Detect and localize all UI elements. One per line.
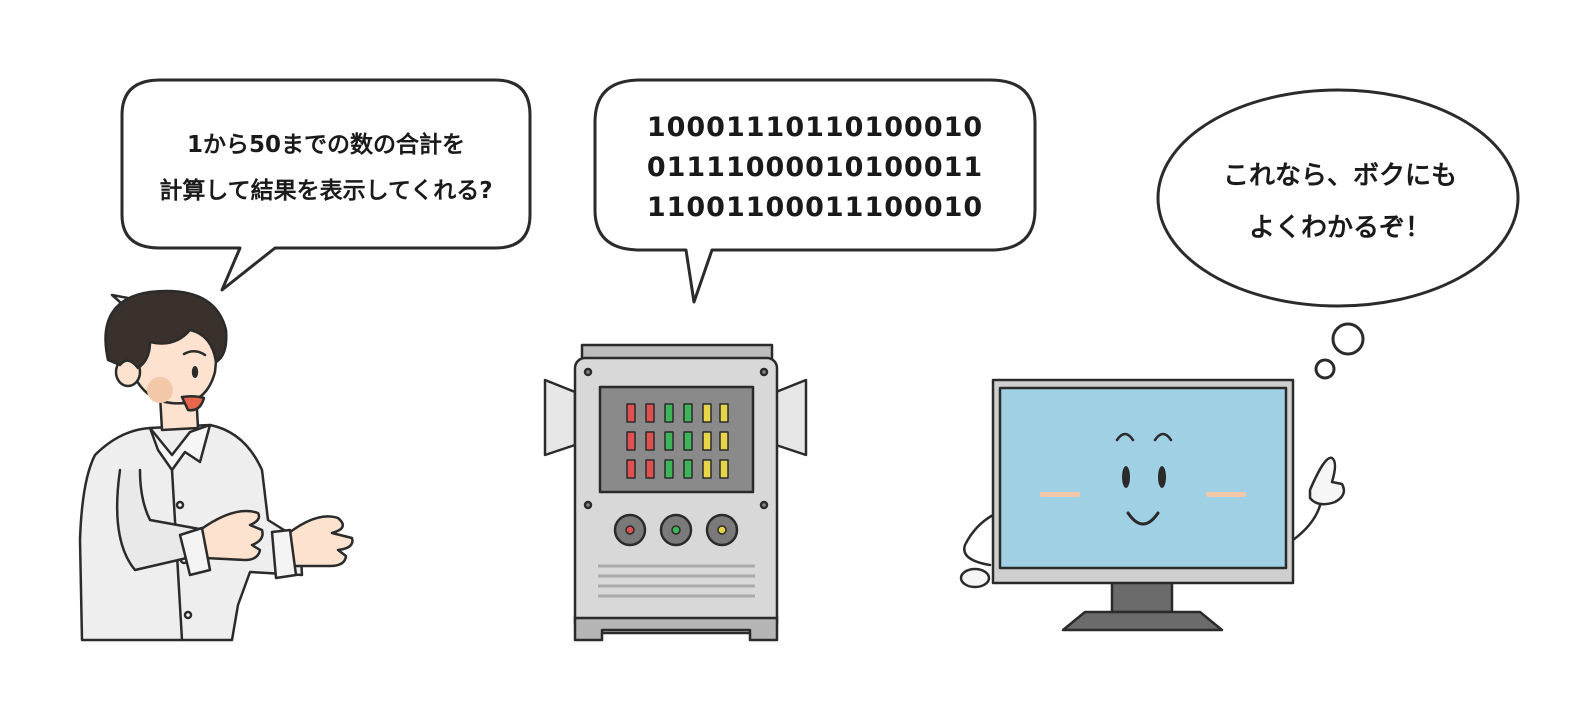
monitor-thought-line-1: これなら、ボクにも [1222, 161, 1457, 191]
binary-line-3: 11001100011100010 [646, 192, 984, 223]
person-speech-bubble [120, 78, 532, 292]
person-speech-line-2: 計算して結果を表示してくれる? [159, 178, 493, 204]
machine-speech-bubble [593, 78, 1037, 304]
binary-line-2: 01111000010100011 [646, 152, 984, 183]
person-illustration [78, 289, 354, 642]
monitor-character-illustration [959, 378, 1346, 632]
machine-binary-text: 10001110110100010 01111000010100011 1100… [600, 108, 1030, 228]
monitor-thought-line-2: よくわかるぞ！ [1248, 213, 1431, 243]
person-speech-text: 1から50までの数の合計を 計算して結果を表示してくれる? [130, 122, 522, 214]
binary-line-1: 10001110110100010 [646, 112, 984, 143]
monitor-thought-text: これなら、ボクにも よくわかるぞ！ [1160, 150, 1520, 254]
person-speech-line-1: 1から50までの数の合計を [186, 132, 465, 158]
computer-machine-illustration [543, 343, 808, 642]
monitor-thought-bubble [1156, 88, 1520, 380]
